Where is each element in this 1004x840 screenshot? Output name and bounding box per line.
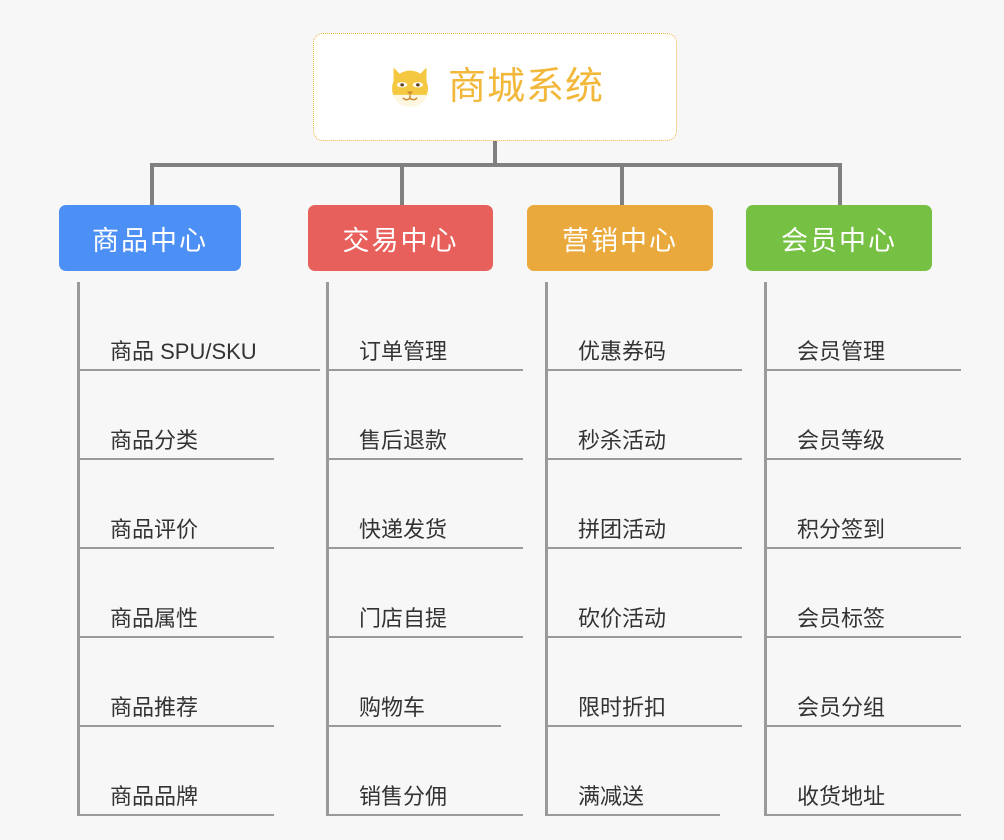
leaf-label: 订单管理 [329, 339, 523, 371]
leaf-item[interactable]: 拼团活动 [548, 460, 742, 549]
connector-drop-2 [400, 163, 404, 207]
leaf-item[interactable]: 商品 SPU/SKU [80, 282, 320, 371]
connector-horizontal-bus [150, 163, 842, 167]
leaf-label: 优惠券码 [548, 339, 742, 371]
leaf-label: 快递发货 [329, 517, 523, 549]
leaf-label: 会员等级 [767, 428, 961, 460]
leaf-list: 订单管理售后退款快递发货门店自提购物车销售分佣 [326, 282, 523, 816]
category-column-1: 商品中心商品 SPU/SKU 商品分类商品评价商品属性商品推荐商品品牌 [59, 205, 320, 816]
leaf-item[interactable]: 门店自提 [329, 549, 523, 638]
leaf-item[interactable]: 商品推荐 [80, 638, 274, 727]
category-box-4[interactable]: 会员中心 [746, 205, 932, 271]
leaf-item[interactable]: 秒杀活动 [548, 371, 742, 460]
connector-drop-1 [150, 163, 154, 207]
category-title: 会员中心 [781, 225, 897, 256]
leaf-item[interactable]: 商品属性 [80, 549, 274, 638]
leaf-item[interactable]: 会员等级 [767, 371, 961, 460]
leaf-label: 销售分佣 [329, 784, 523, 816]
leaf-item[interactable]: 优惠券码 [548, 282, 742, 371]
leaf-item[interactable]: 会员标签 [767, 549, 961, 638]
connector-root-stem [493, 141, 497, 165]
leaf-label: 商品属性 [80, 606, 274, 638]
leaf-list: 优惠券码秒杀活动拼团活动砍价活动限时折扣满减送 [545, 282, 742, 816]
connector-drop-3 [620, 163, 624, 207]
leaf-item[interactable]: 销售分佣 [329, 727, 523, 816]
leaf-item[interactable]: 限时折扣 [548, 638, 742, 727]
leaf-label: 会员分组 [767, 695, 961, 727]
leaf-label: 门店自提 [329, 606, 523, 638]
leaf-label: 售后退款 [329, 428, 523, 460]
leaf-label: 秒杀活动 [548, 428, 742, 460]
leaf-label: 满减送 [548, 784, 720, 816]
leaf-label: 会员管理 [767, 339, 961, 371]
leaf-list: 会员管理会员等级积分签到会员标签会员分组收货地址 [764, 282, 961, 816]
leaf-label: 商品 SPU/SKU [80, 339, 320, 371]
root-node[interactable]: 商城系统 [313, 33, 677, 141]
leaf-label: 砍价活动 [548, 606, 742, 638]
leaf-item[interactable]: 商品分类 [80, 371, 274, 460]
category-column-2: 交易中心订单管理售后退款快递发货门店自提购物车销售分佣 [308, 205, 523, 816]
leaf-item[interactable]: 商品评价 [80, 460, 274, 549]
leaf-label: 商品推荐 [80, 695, 274, 727]
leaf-item[interactable]: 购物车 [329, 638, 501, 727]
leaf-label: 商品评价 [80, 517, 274, 549]
leaf-item[interactable]: 满减送 [548, 727, 720, 816]
dog-face-icon [386, 63, 434, 111]
leaf-label: 商品品牌 [80, 784, 274, 816]
leaf-list: 商品 SPU/SKU 商品分类商品评价商品属性商品推荐商品品牌 [77, 282, 320, 816]
leaf-label: 会员标签 [767, 606, 961, 638]
category-title: 营销中心 [562, 225, 678, 256]
leaf-item[interactable]: 订单管理 [329, 282, 523, 371]
category-column-3: 营销中心优惠券码秒杀活动拼团活动砍价活动限时折扣满减送 [527, 205, 742, 816]
leaf-item[interactable]: 收货地址 [767, 727, 961, 816]
leaf-label: 积分签到 [767, 517, 961, 549]
leaf-item[interactable]: 砍价活动 [548, 549, 742, 638]
leaf-item[interactable]: 会员分组 [767, 638, 961, 727]
leaf-label: 拼团活动 [548, 517, 742, 549]
leaf-item[interactable]: 会员管理 [767, 282, 961, 371]
leaf-item[interactable]: 快递发货 [329, 460, 523, 549]
category-column-4: 会员中心会员管理会员等级积分签到会员标签会员分组收货地址 [746, 205, 961, 816]
leaf-label: 商品分类 [80, 428, 274, 460]
connector-drop-4 [838, 163, 842, 207]
leaf-label: 购物车 [329, 695, 501, 727]
root-title: 商城系统 [447, 66, 604, 108]
leaf-label: 收货地址 [767, 784, 961, 816]
leaf-item[interactable]: 售后退款 [329, 371, 523, 460]
leaf-item[interactable]: 商品品牌 [80, 727, 274, 816]
leaf-item[interactable]: 积分签到 [767, 460, 961, 549]
category-title: 商品中心 [92, 225, 208, 256]
category-title: 交易中心 [342, 225, 459, 256]
category-box-3[interactable]: 营销中心 [527, 205, 713, 271]
category-box-1[interactable]: 商品中心 [59, 205, 241, 271]
category-box-2[interactable]: 交易中心 [308, 205, 493, 271]
leaf-label: 限时折扣 [548, 695, 742, 727]
